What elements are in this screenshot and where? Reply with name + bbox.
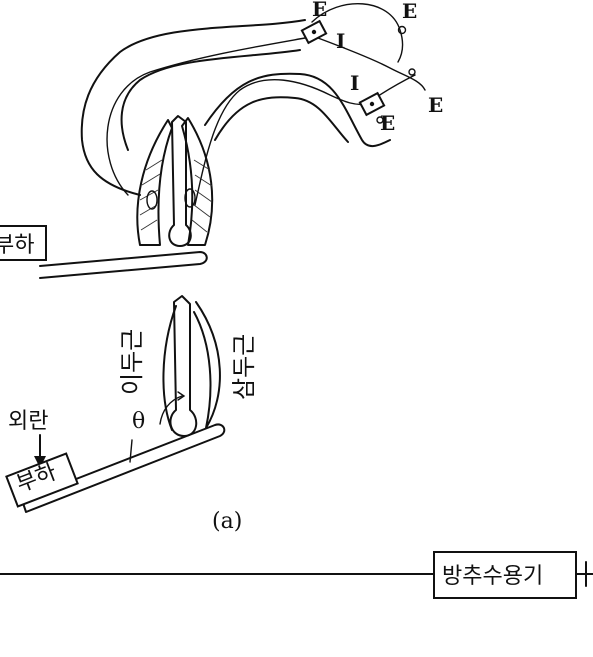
label-e-lower-right: E [428, 93, 443, 117]
label-triceps: 삼두근 [230, 334, 258, 400]
label-e-top-right: E [402, 0, 417, 23]
nerve-tube-right-lower [214, 96, 349, 143]
figure-caption: (a) [212, 509, 242, 534]
forearm-marker [129, 439, 133, 463]
label-spindle-receptor: 방추수용기 [442, 564, 543, 589]
upper-muscle-hatching [139, 159, 213, 233]
label-e-top-left: E [312, 0, 327, 21]
label-theta: θ [132, 409, 145, 434]
reflex-wire-top [311, 3, 404, 63]
junction-right [408, 68, 416, 76]
junction-lower [376, 116, 384, 124]
spindle-receptor-block: 방추수용기 [0, 551, 593, 599]
upper-forearm [39, 251, 208, 279]
lower-forearm [21, 423, 226, 513]
junction-top-right [397, 25, 407, 35]
triceps-muscle [193, 301, 221, 429]
load-box-top [0, 225, 47, 261]
reflex-loop-figure: E E I I E E 부하 [0, 0, 443, 279]
theta-arc [159, 395, 183, 425]
label-i-upper: I [336, 29, 345, 53]
load-box-bottom [5, 452, 79, 508]
upper-muscle-left [136, 119, 173, 246]
label-biceps: 이두근 [118, 329, 146, 395]
theta-arrow [177, 391, 186, 401]
interneuron-lower-dot [369, 101, 375, 107]
upper-muscle-right [181, 117, 214, 246]
reflex-wire-right [317, 37, 426, 91]
arm-angle-figure: 이두근 삼두근 θ 외란 부하 (a) [5, 295, 258, 534]
reflex-wire-lower [194, 79, 369, 206]
interneuron-upper-dot [311, 29, 317, 35]
nerve-tube-right-upper [204, 72, 391, 147]
upper-bone [168, 115, 192, 247]
reflex-wire-left [106, 37, 306, 196]
nerve-tube-outer [80, 19, 306, 196]
spindle-receptor-box [433, 551, 577, 599]
biceps-muscle [162, 305, 177, 431]
external-force-arrow-head [34, 456, 46, 468]
lower-upper-bone [169, 295, 198, 437]
label-e-lower-mid: E [380, 111, 395, 135]
label-load-top: 부하 [0, 233, 34, 258]
label-external-force: 외란 [8, 409, 48, 434]
spindle-left [146, 190, 158, 210]
label-i-lower: I [350, 71, 359, 95]
nerve-tube-inner [120, 49, 301, 151]
